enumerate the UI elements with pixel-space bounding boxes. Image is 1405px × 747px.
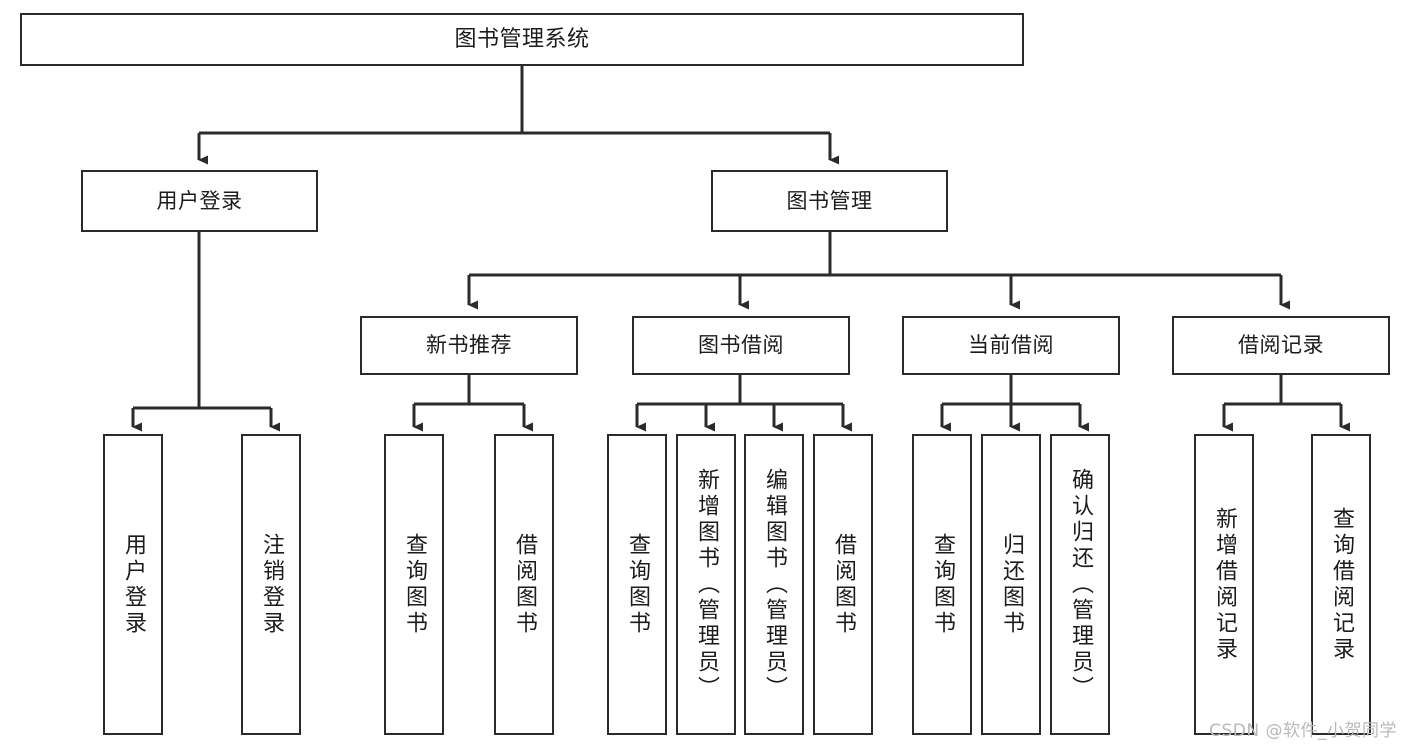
node-label: 借阅记录 [1238,333,1324,358]
node-book-borrow[interactable]: 图书借阅 [632,316,850,375]
node-label: 查询图书 [625,532,650,637]
node-user-login[interactable]: 用户登录 [81,170,318,232]
leaf-book-borrow-add-book-admin[interactable]: 新增图书（管理员） [676,434,736,735]
node-label: 当前借阅 [968,333,1054,358]
node-label: 图书管理 [786,188,873,213]
node-label: 图书借阅 [698,333,784,358]
node-label: 借阅图书 [512,532,537,637]
leaf-new-book-query-books[interactable]: 查询图书 [384,434,444,735]
node-label: 图书管理系统 [454,26,590,52]
node-label: 查询图书 [930,532,955,637]
leaf-book-borrow-edit-book-admin[interactable]: 编辑图书（管理员） [744,434,804,735]
node-label: 新增借阅记录 [1212,506,1237,663]
node-label: 查询借阅记录 [1329,506,1354,663]
node-borrow-record[interactable]: 借阅记录 [1172,316,1390,375]
watermark-text: CSDN @软件_小贺同学 [1209,721,1397,741]
node-current-borrow[interactable]: 当前借阅 [902,316,1120,375]
leaf-borrow-record-add-record[interactable]: 新增借阅记录 [1194,434,1254,735]
leaf-book-borrow-query-books[interactable]: 查询图书 [607,434,667,735]
node-label: 借阅图书 [831,532,856,637]
node-label: 查询图书 [402,532,427,637]
leaf-user-login-login[interactable]: 用户登录 [103,434,163,735]
node-label: 新增图书（管理员） [694,467,719,702]
node-label: 编辑图书（管理员） [762,467,787,702]
leaf-borrow-record-query-record[interactable]: 查询借阅记录 [1311,434,1371,735]
leaf-new-book-borrow-books[interactable]: 借阅图书 [494,434,554,735]
leaf-user-login-logout[interactable]: 注销登录 [241,434,301,735]
node-root-book-management-system[interactable]: 图书管理系统 [20,13,1024,66]
node-book-management[interactable]: 图书管理 [711,170,948,232]
leaf-current-borrow-return-books[interactable]: 归还图书 [981,434,1041,735]
node-label: 归还图书 [999,532,1024,637]
leaf-current-borrow-query-books[interactable]: 查询图书 [912,434,972,735]
node-label: 用户登录 [121,532,146,637]
leaf-current-borrow-confirm-return-admin[interactable]: 确认归还（管理员） [1050,434,1110,735]
leaf-book-borrow-borrow-books[interactable]: 借阅图书 [813,434,873,735]
node-label: 新书推荐 [426,333,512,358]
node-label: 确认归还（管理员） [1068,467,1093,702]
node-new-book-recommend[interactable]: 新书推荐 [360,316,578,375]
node-label: 注销登录 [259,532,284,637]
node-label: 用户登录 [156,188,243,213]
